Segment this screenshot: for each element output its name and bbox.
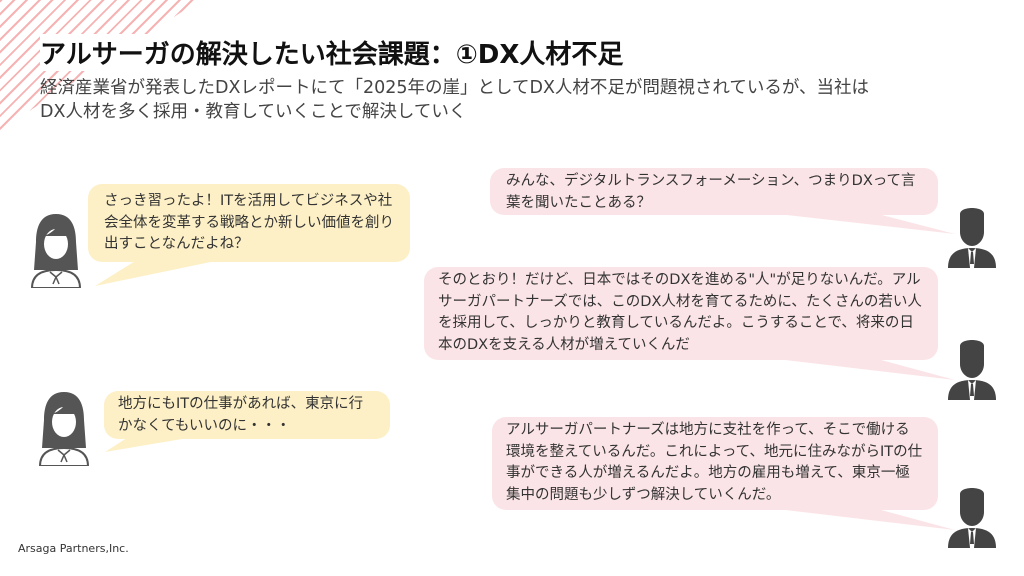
man-avatar-icon [948, 340, 996, 400]
message-text: みんな、デジタルトランスフォーメーション、つまりDXって言葉を聞いたことある？ [506, 173, 916, 211]
page-subtitle: 経済産業省が発表したDXレポートにて「2025年の崖」としてDX人材不足が問題視… [40, 76, 1000, 124]
company-footer: Arsaga Partners,Inc. [18, 542, 129, 555]
message-text: 地方にもITの仕事があれば、東京に行かなくてもいいのに・・・ [118, 396, 364, 434]
subtitle-line: DX人材を多く採用・教育していくことで解決していく [40, 102, 467, 122]
speech-bubble-man: そのとおり！だけど、日本ではそのDXを進める"人"が足りないんだ。アルサーガパー… [424, 267, 938, 360]
speech-bubble-man: みんな、デジタルトランスフォーメーション、つまりDXって言葉を聞いたことある？ [490, 168, 938, 215]
message-text: さっき習ったよ！ITを活用してビジネスや社会全体を変革する戦略とか新しい価値を創… [104, 193, 394, 252]
message-text: アルサーガパートナーズは地方に支社を作って、そこで働ける環境を整えているんだ。こ… [506, 422, 923, 503]
speech-bubble-woman: 地方にもITの仕事があれば、東京に行かなくてもいいのに・・・ [104, 391, 390, 439]
man-avatar-icon [948, 488, 996, 548]
man-avatar-icon [948, 208, 996, 268]
subtitle-line: 経済産業省が発表したDXレポートにて「2025年の崖」としてDX人材不足が問題視… [40, 78, 870, 98]
page-title: アルサーガの解決したい社会課題：①DX人材不足 [40, 34, 630, 71]
woman-avatar-icon [30, 214, 82, 288]
woman-avatar-icon [38, 392, 90, 466]
speech-bubble-man: アルサーガパートナーズは地方に支社を作って、そこで働ける環境を整えているんだ。こ… [492, 417, 938, 510]
message-text: そのとおり！だけど、日本ではそのDXを進める"人"が足りないんだ。アルサーガパー… [438, 272, 922, 353]
speech-bubble-woman: さっき習ったよ！ITを活用してビジネスや社会全体を変革する戦略とか新しい価値を創… [88, 184, 410, 262]
